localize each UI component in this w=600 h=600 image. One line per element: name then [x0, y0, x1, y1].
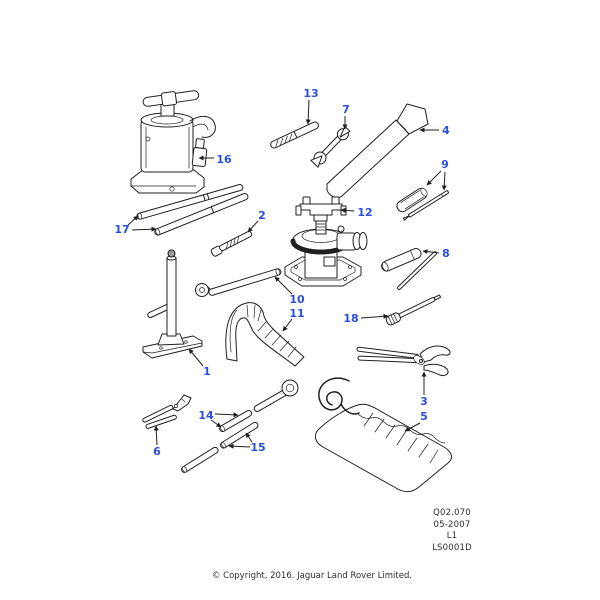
leader-line-14 — [214, 412, 239, 418]
callout-number-9[interactable]: 9 — [441, 158, 449, 171]
callout-number-8[interactable]: 8 — [442, 247, 450, 260]
callout-number-15[interactable]: 15 — [250, 441, 265, 454]
leader-line-5 — [404, 422, 421, 432]
drawing-code: Q02.070 — [433, 508, 471, 518]
leader-line-11 — [282, 318, 293, 332]
leader-line-1 — [188, 348, 204, 367]
leader-line-15 — [228, 443, 251, 449]
part-10-wheel-brace-drawing — [195, 268, 282, 297]
leader-line-6 — [153, 425, 159, 446]
callout-number-5[interactable]: 5 — [420, 410, 428, 423]
callout-number-17[interactable]: 17 — [114, 223, 129, 236]
part-3-water-pump-pliers-drawing — [356, 345, 451, 376]
leader-line-15 — [245, 432, 253, 443]
part-7-wrench-drawing — [310, 125, 351, 168]
callout-number-18[interactable]: 18 — [343, 312, 358, 325]
part-9-screwdriver-drawing — [396, 187, 449, 221]
leader-line-17 — [131, 226, 157, 232]
copyright-text: © Copyright, 2016. Jaguar Land Rover Lim… — [211, 571, 413, 581]
drawing-level: L1 — [446, 531, 458, 541]
part-4-strap-drawing — [326, 103, 429, 199]
callout-number-10[interactable]: 10 — [289, 293, 305, 306]
callout-number-1[interactable]: 1 — [203, 365, 211, 378]
callout-number-12[interactable]: 12 — [357, 206, 372, 219]
leader-line-8 — [422, 249, 440, 255]
part-8-tube-drawing — [381, 248, 438, 290]
callout-number-4[interactable]: 4 — [442, 124, 450, 137]
callout-number-14[interactable]: 14 — [198, 409, 214, 422]
leader-line-10 — [274, 276, 293, 295]
part-5-tool-roll-drawing — [315, 377, 452, 493]
callout-number-6[interactable]: 6 — [153, 445, 161, 458]
leader-line-14 — [210, 419, 222, 428]
leader-line-9 — [441, 171, 447, 191]
leader-line-9 — [426, 170, 442, 186]
part-1-jack-stand-drawing — [142, 249, 203, 359]
part-13-rasp-drawing — [270, 121, 319, 149]
callout-number-11[interactable]: 11 — [289, 307, 304, 320]
part-12-screw-jack-drawing — [284, 196, 368, 287]
leader-line-13 — [305, 99, 311, 125]
callout-number-2[interactable]: 2 — [258, 209, 266, 222]
part-2-file-link-drawing — [210, 230, 253, 257]
callout-number-16[interactable]: 16 — [216, 153, 232, 166]
part-14-15-extension-rods-drawing — [181, 379, 299, 473]
drawing-sheet: LS0001D — [432, 542, 472, 553]
leader-line-2 — [247, 220, 259, 233]
callout-number-7[interactable]: 7 — [342, 103, 350, 116]
part-11-wheel-chock-drawing — [225, 302, 305, 367]
leader-line-12 — [340, 207, 355, 213]
leader-line-17 — [127, 215, 139, 226]
callout-number-3[interactable]: 3 — [420, 395, 428, 408]
part-18-extension-drawing — [385, 294, 442, 326]
callout-number-13[interactable]: 13 — [303, 87, 318, 100]
part-16-bottle-jack-drawing — [130, 90, 216, 194]
part-6-pliers-drawing — [142, 394, 192, 429]
drawing-info-panel: Q02.070 05-2007 L1 LS0001D — [402, 508, 502, 554]
leader-line-18 — [360, 313, 389, 319]
drawing-date: 05-2007 — [433, 519, 471, 530]
